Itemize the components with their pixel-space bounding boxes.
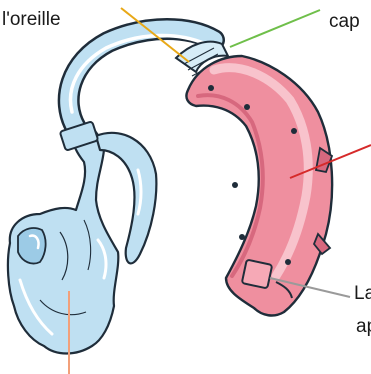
ear-mould — [8, 124, 156, 353]
cap-label: cap — [329, 11, 360, 32]
ear-label: l'oreille — [2, 9, 61, 30]
la-label: La — [354, 283, 371, 304]
cap-leader-line — [230, 10, 320, 47]
hearing-aid-case — [186, 56, 332, 315]
ap-label: ap — [356, 316, 371, 337]
